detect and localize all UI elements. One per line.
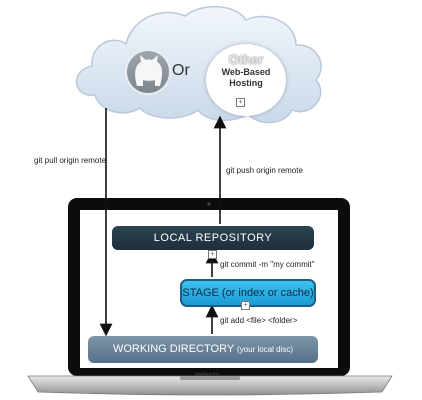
other-line-1: Web-Based — [221, 67, 271, 77]
other-title: Other — [228, 52, 264, 67]
add-label: git add <file> <folder> — [220, 316, 298, 325]
working-directory-label: WORKING DIRECTORY — [112, 343, 234, 355]
github-octocat-icon — [125, 49, 171, 95]
working-directory-box: WORKING DIRECTORY (your local disc) — [88, 336, 318, 363]
push-label: git push origin remote — [226, 166, 303, 175]
plus-box-icon[interactable]: + — [241, 301, 250, 310]
laptop-base — [27, 375, 393, 396]
local-repository-box: LOCAL REPOSITORY — [112, 226, 314, 250]
local-repository-label: LOCAL REPOSITORY — [153, 232, 273, 244]
commit-label: git commit -m "my commit" — [220, 260, 315, 269]
plus-box-icon[interactable]: + — [208, 250, 217, 259]
or-label: Or — [172, 62, 190, 79]
laptop-brand: MacBook Pro — [194, 371, 219, 376]
pull-label: git pull origin remote — [34, 156, 107, 165]
other-line-2: Hosting — [229, 78, 263, 88]
stage-box: STAGE (or index or cache) — [180, 279, 316, 307]
stage-label: STAGE (or index or cache) — [182, 287, 314, 299]
working-directory-note: (your local disc) — [237, 345, 294, 354]
other-hosting-bubble: Other Web-Based Hosting — [206, 44, 286, 116]
plus-box-icon[interactable]: + — [236, 98, 245, 107]
